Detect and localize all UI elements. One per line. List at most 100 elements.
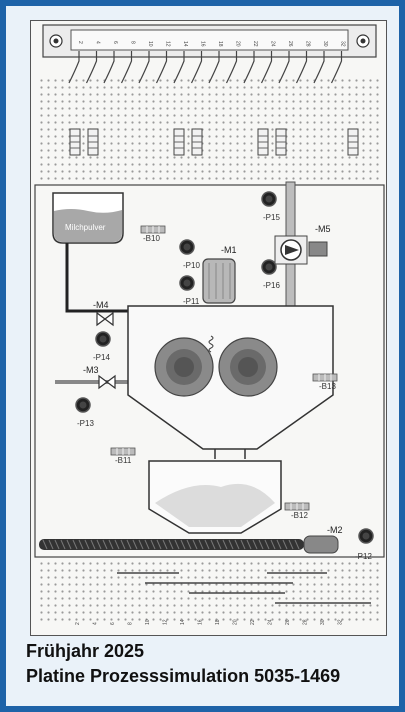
- top-pin-label: 20: [235, 41, 241, 47]
- screw-thread: [252, 539, 258, 550]
- bottom-pin-label: 26: [285, 619, 291, 625]
- screw-thread: [96, 539, 102, 550]
- bottom-pin-label: 16: [198, 619, 204, 625]
- label-m4: -M4: [93, 300, 109, 310]
- screw-thread: [162, 539, 168, 550]
- caption-line-2: Platine Prozesssimulation 5035-1469: [26, 666, 341, 686]
- label-b12: -B12: [291, 511, 308, 520]
- top-pin-label: 26: [287, 41, 293, 47]
- screw-thread: [156, 539, 162, 550]
- connector-wire: [313, 51, 325, 84]
- connector-wire: [155, 51, 168, 84]
- motor-m2: [303, 535, 339, 554]
- screw-thread: [150, 539, 156, 550]
- valve-m3: [98, 374, 116, 390]
- label-p10: -P10: [183, 261, 200, 270]
- resistors: [69, 128, 359, 156]
- top-pin-label: 8: [130, 41, 136, 44]
- label-m3: -M3: [83, 365, 99, 375]
- screw-thread: [54, 539, 60, 550]
- screw-thread: [78, 539, 84, 550]
- screw-thread: [102, 539, 108, 550]
- screw-thread: [90, 539, 96, 550]
- top-pin-label: 28: [305, 41, 311, 47]
- screw-thread: [228, 539, 234, 550]
- screw-thread: [108, 539, 114, 550]
- lamp-p13-center: [79, 401, 87, 409]
- top-pin-label: 12: [165, 41, 171, 47]
- top-pin-label: 32: [340, 41, 346, 47]
- screw-thread: [234, 539, 240, 550]
- connector-wire: [173, 51, 185, 84]
- components: -M1-M2-M3-M4-M5-P10-P11-P12-P13-P14-P15-…: [75, 191, 374, 561]
- bottom-pin-label: 8: [128, 622, 134, 625]
- bottom-pin-label: 28: [303, 619, 309, 625]
- label-b10: -B10: [143, 234, 160, 243]
- screw-thread: [120, 539, 126, 550]
- top-pin-label: 18: [217, 41, 223, 47]
- screw-thread: [48, 539, 54, 550]
- screw-thread: [168, 539, 174, 550]
- lamp-p11-center: [183, 279, 191, 287]
- powder-stream: [208, 335, 214, 353]
- motor-m1: [202, 258, 236, 304]
- pump-arrow-icon: [285, 245, 299, 255]
- roller-right-center: [238, 357, 258, 377]
- top-pin-label: 10: [147, 41, 153, 47]
- bottom-pin-label: 2: [75, 622, 81, 625]
- bottom-pin-label: 22: [250, 619, 256, 625]
- sensor-b11: [110, 447, 136, 456]
- connector-wire: [190, 51, 203, 84]
- connector-wire: [243, 51, 255, 84]
- screw-thread: [258, 539, 264, 550]
- silo-powder: [155, 483, 275, 527]
- bottom-pin-label: 24: [268, 619, 274, 625]
- connector-wire: [225, 51, 238, 84]
- bottom-pin-label: 14: [180, 619, 186, 625]
- top-pin-label: 24: [270, 41, 276, 47]
- screw-threads: [42, 539, 300, 550]
- bottom-pin-label: 18: [215, 619, 221, 625]
- connector-wire: [330, 51, 343, 84]
- screw-thread: [138, 539, 144, 550]
- label-p13: -P13: [77, 419, 94, 428]
- label-b11: -B11: [115, 456, 132, 465]
- label-p15: -P15: [263, 213, 280, 222]
- screw-thread: [66, 539, 72, 550]
- sensor-b10: [140, 225, 166, 234]
- screw-thread: [198, 539, 204, 550]
- lamp-p10-center: [183, 243, 191, 251]
- label-b13: -B13: [319, 382, 336, 391]
- screw-thread: [264, 539, 270, 550]
- connector-strip: [70, 29, 349, 51]
- mounting-hole-right-center: [360, 38, 366, 44]
- bottom-pin-label: 12: [163, 619, 169, 625]
- top-pin-label: 14: [182, 41, 188, 47]
- screw-thread: [84, 539, 90, 550]
- screw-thread: [132, 539, 138, 550]
- lamp-p15-center: [265, 195, 273, 203]
- screw-thread: [174, 539, 180, 550]
- screw-thread: [42, 539, 48, 550]
- lamp-p16-center: [265, 263, 273, 271]
- label-m1: -M1: [221, 245, 237, 255]
- bottom-pin-label: 6: [110, 622, 116, 625]
- sensor-b12: [284, 502, 310, 511]
- screw-thread: [186, 539, 192, 550]
- screw-thread: [288, 539, 294, 550]
- connector-wire: [120, 51, 133, 84]
- roller-left-center: [174, 357, 194, 377]
- screw-thread: [204, 539, 210, 550]
- connector-wire: [208, 51, 220, 84]
- mounting-hole-left-center: [53, 38, 59, 44]
- bottom-pin-label: 10: [145, 619, 151, 625]
- bottom-pin-label: 4: [93, 622, 99, 625]
- top-pin-label: 2: [77, 41, 83, 44]
- screw-thread: [210, 539, 216, 550]
- screw-thread: [180, 539, 186, 550]
